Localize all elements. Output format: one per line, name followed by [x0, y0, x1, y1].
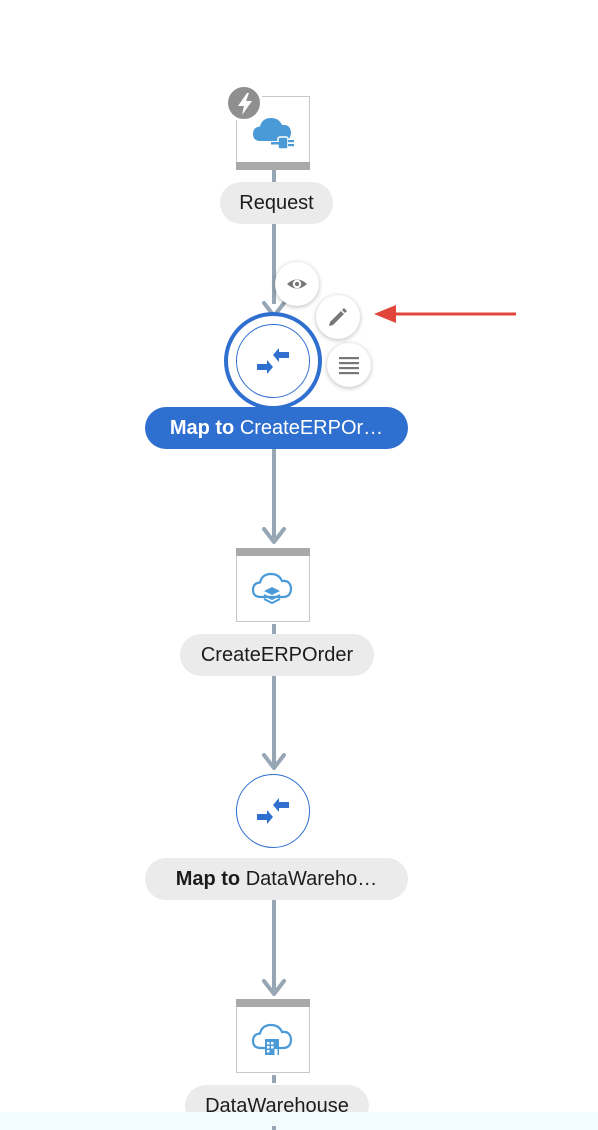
request-trigger-node[interactable] [236, 96, 310, 170]
canvas-bottom-strip [0, 1112, 598, 1130]
card-header-bar [236, 999, 310, 1007]
eye-icon [287, 279, 307, 289]
map-label-bold: Map to [169, 417, 235, 439]
lightning-icon [238, 93, 252, 115]
map-datawarehouse-node[interactable] [236, 774, 310, 848]
map-label-bold: Map to [175, 868, 241, 890]
connector-line [272, 170, 276, 182]
connector-arrowhead [262, 753, 286, 770]
map-createerporder-label[interactable]: Map to CreateERPOr… [145, 407, 408, 449]
connector-line [272, 224, 276, 304]
map-arrows-icon [257, 798, 289, 824]
connector-line [272, 675, 276, 765]
datawarehouse-label-text: DataWarehouse [205, 1095, 349, 1117]
trigger-badge [225, 84, 263, 122]
cloud-layers-icon [251, 572, 293, 605]
pencil-icon [329, 308, 347, 326]
map-createerporder-node[interactable] [224, 312, 322, 410]
card-header-bar [236, 548, 310, 556]
cloud-plug-icon [253, 118, 294, 150]
connector-line [272, 448, 276, 538]
request-label-text: Request [239, 192, 314, 214]
edit-action-button[interactable] [316, 295, 360, 339]
more-action-button[interactable] [327, 343, 371, 387]
map-label-target: DataWareho… [245, 868, 378, 890]
connector-arrowhead [262, 527, 286, 544]
request-label[interactable]: Request [220, 182, 333, 224]
connector-line [272, 900, 276, 990]
connector-line [272, 624, 276, 634]
card-footer-bar [236, 162, 310, 170]
annotation-arrow [374, 305, 516, 323]
datawarehouse-node[interactable] [236, 999, 310, 1073]
createerporder-node[interactable] [236, 548, 310, 622]
createerporder-label-text: CreateERPOrder [200, 644, 354, 666]
map-label-target: CreateERPOr… [239, 417, 384, 439]
cloud-building-icon [251, 1023, 293, 1055]
map-arrows-icon [257, 348, 289, 374]
lines-menu-icon [339, 357, 359, 375]
view-action-button[interactable] [275, 262, 319, 306]
connector-line [272, 1126, 276, 1130]
map-datawarehouse-label[interactable]: Map to DataWareho… [145, 858, 408, 900]
createerporder-label[interactable]: CreateERPOrder [180, 634, 374, 676]
connector-arrowhead [262, 979, 286, 996]
map-createerporder-inner-circle [236, 324, 310, 398]
connector-line [272, 1075, 276, 1083]
